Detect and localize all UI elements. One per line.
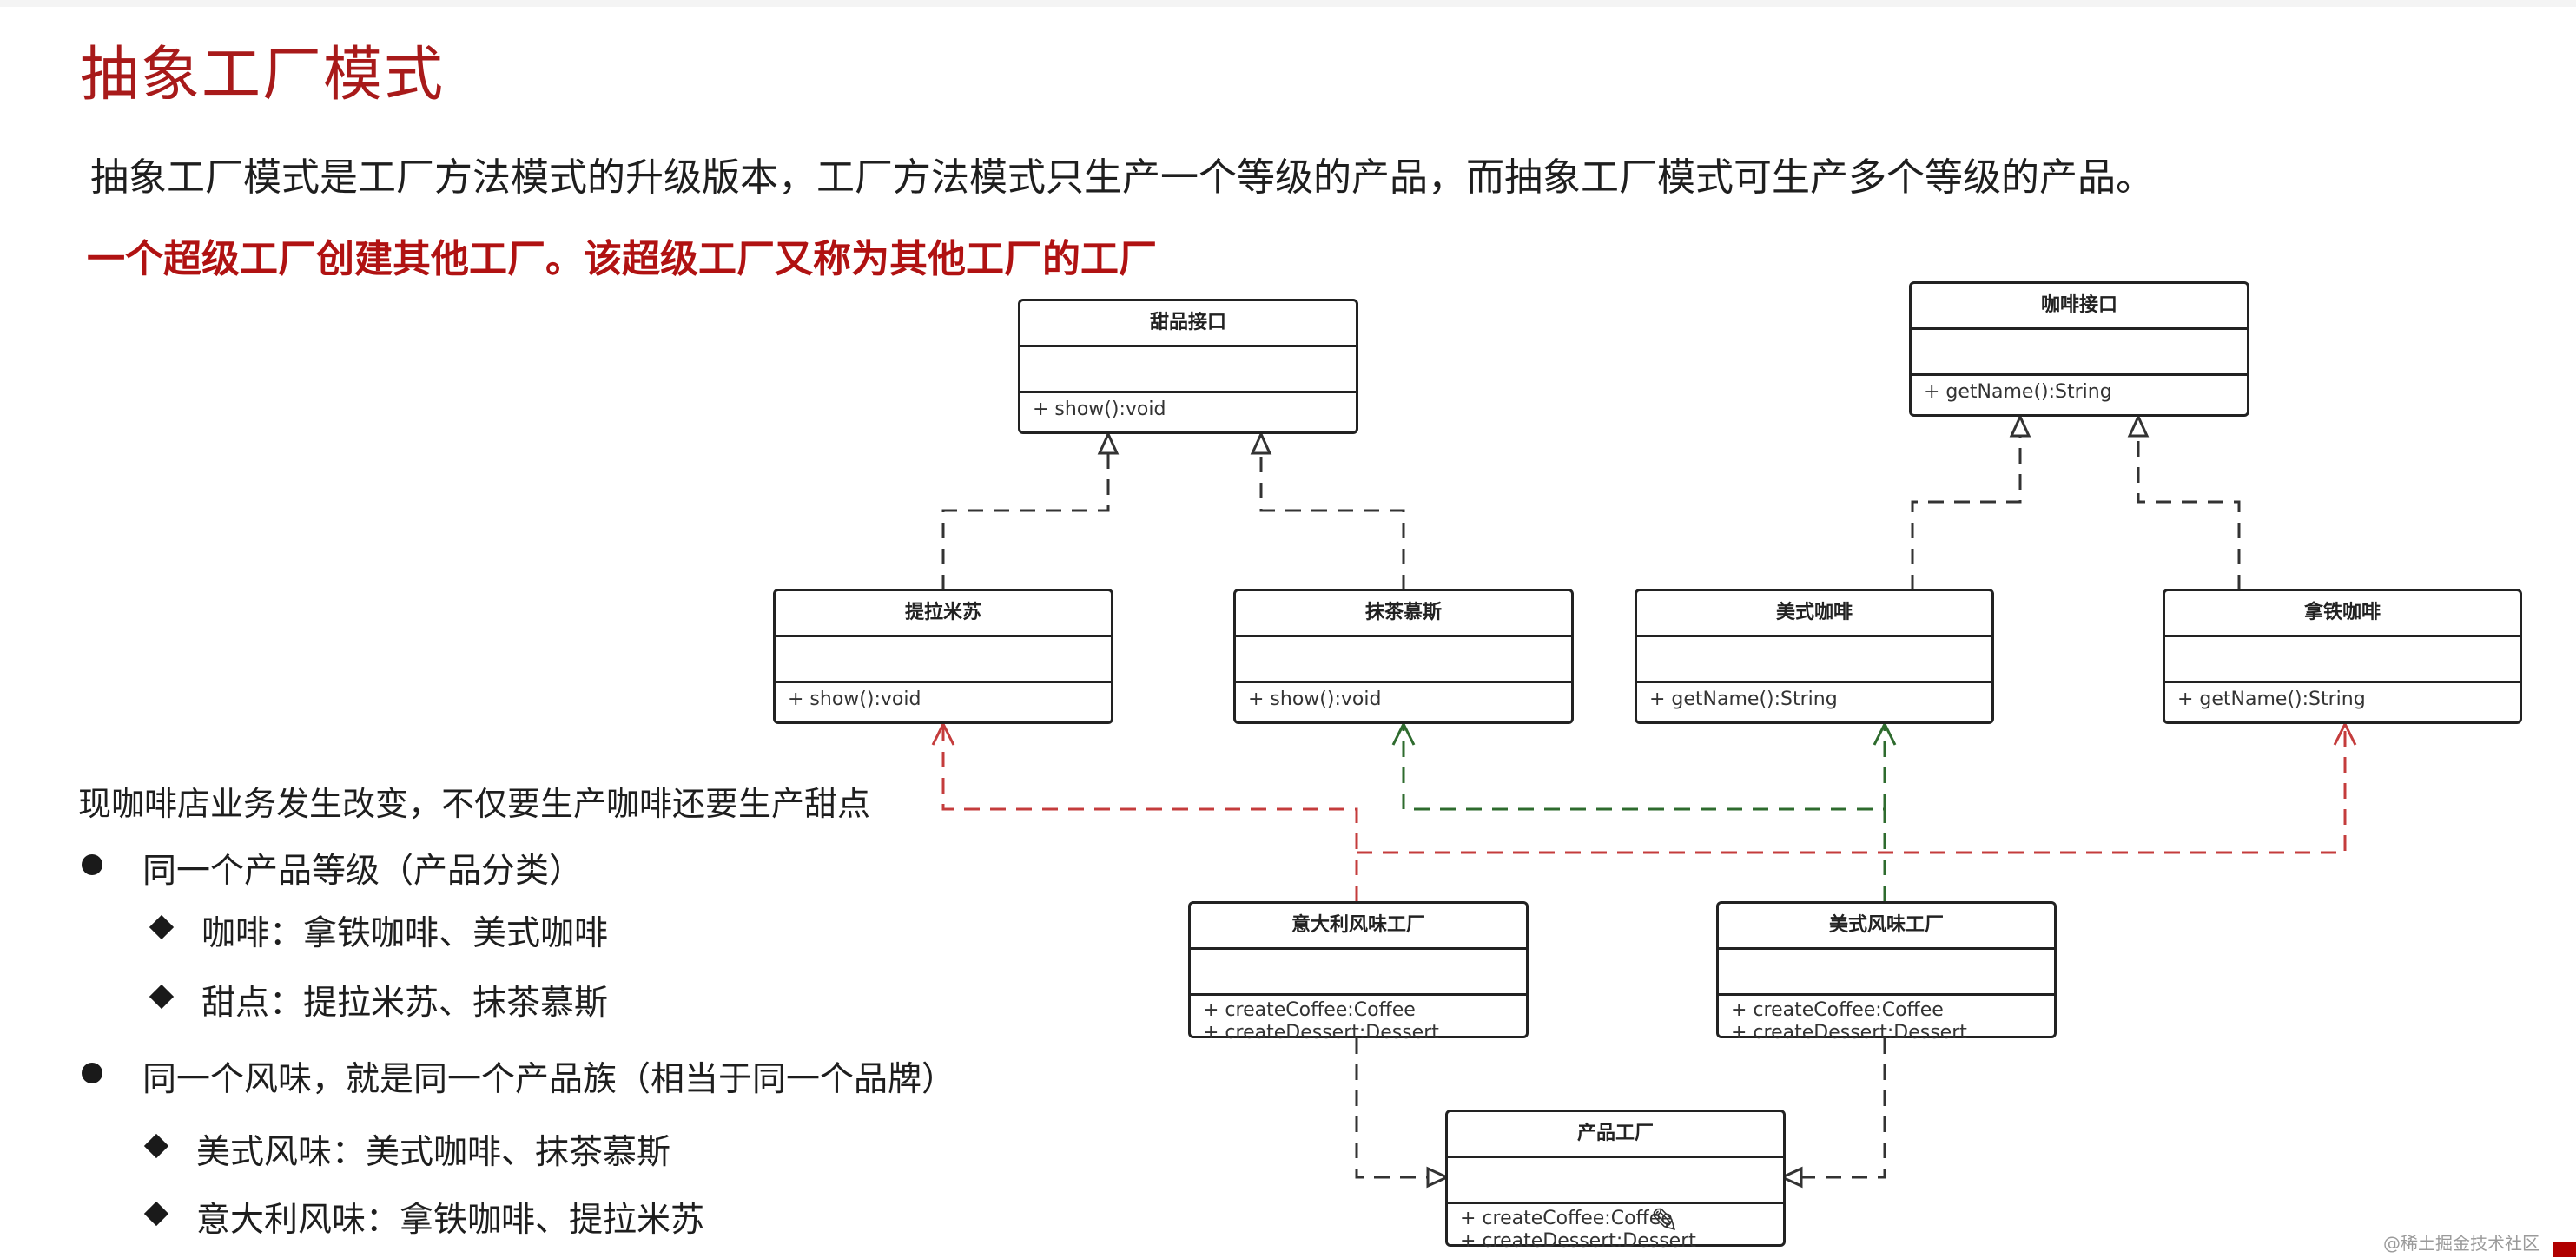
class-operation: + getName():String [1924, 381, 2112, 403]
class-name: 拿铁咖啡 [2165, 591, 2520, 637]
realization-arrowhead [1779, 1166, 1803, 1189]
class-operation: + show():void [788, 688, 921, 710]
sub-text: 咖啡：拿铁咖啡、美式咖啡 [201, 914, 609, 953]
bullet-dot-icon [82, 1063, 102, 1083]
dependency-arrowhead [1391, 721, 1416, 746]
class-name: 抹茶慕斯 [1236, 591, 1571, 637]
realization-arrowhead [1097, 431, 1120, 455]
class-operations: + createCoffee:Coffee + createDessert:De… [1191, 996, 1526, 1050]
sub-text: 意大利风味：拿铁咖啡、提拉米苏 [196, 1201, 705, 1240]
class-operation: + getName():String [2177, 688, 2366, 710]
class-operation: + createCoffee:Coffee [1203, 999, 1416, 1021]
class-operation: + createCoffee:Coffee [1731, 999, 1944, 1021]
class-operations: + createCoffee:Coffee + createDessert:De… [1719, 996, 2054, 1050]
bullet-dot-icon [82, 854, 102, 875]
pencil-icon: ✎ [1650, 1202, 1680, 1242]
class-name: 美式咖啡 [1637, 591, 1991, 637]
slide-title: 抽象工厂模式 [80, 41, 446, 109]
sub-point: 美式风味：美式咖啡、抹茶慕斯 [143, 1125, 671, 1174]
class-operation: + createDessert:Dessert [1731, 1022, 1967, 1044]
dependency-arrowhead [1873, 721, 1897, 746]
class-attributes [1912, 330, 2247, 376]
sub-point: 意大利风味：拿铁咖啡、提拉米苏 [143, 1193, 705, 1242]
dependency-line-green [1402, 726, 1886, 901]
watermark: @稀土掘金技术社区 [2383, 1233, 2540, 1254]
class-attributes [1236, 637, 1571, 683]
uml-class-product-factory[interactable]: 产品工厂 + createCoffee:Coffee + createDesse… [1445, 1110, 1786, 1252]
class-attributes [1637, 637, 1991, 683]
class-name: 提拉米苏 [776, 591, 1111, 637]
uml-class-american-coffee[interactable]: 美式咖啡 + getName():String [1635, 589, 1994, 724]
uml-class-american-factory[interactable]: 美式风味工厂 + createCoffee:Coffee + createDes… [1716, 901, 2057, 1044]
realization-line [941, 434, 1110, 590]
class-attributes [776, 637, 1111, 683]
realization-line [1784, 1038, 1886, 1179]
realization-arrowhead [2009, 413, 2031, 438]
bullet-text: 同一个产品等级（产品分类） [142, 852, 584, 891]
sub-text: 美式风味：美式咖啡、抹茶慕斯 [196, 1133, 671, 1172]
class-operations: + createCoffee:Coffee + createDessert:De… [1448, 1204, 1783, 1258]
notes-intro: 现咖啡店业务发生改变，不仅要生产咖啡还要生产甜点 [78, 785, 871, 823]
class-attributes [1020, 347, 1356, 393]
class-attributes [1448, 1158, 1783, 1204]
class-name: 美式风味工厂 [1719, 904, 2054, 950]
class-attributes [1719, 950, 2054, 996]
corner-mark [2553, 1242, 2576, 1257]
realization-arrowhead [1426, 1166, 1450, 1189]
class-operation: + createDessert:Dessert [1460, 1230, 1696, 1252]
class-operation: + show():void [1033, 398, 1166, 420]
sub-point: 咖啡：拿铁咖啡、美式咖啡 [149, 906, 609, 955]
sub-text: 甜点：提拉米苏、抹茶慕斯 [201, 984, 609, 1023]
dependency-line-red [941, 726, 1358, 901]
class-operation: + show():void [1248, 688, 1382, 710]
class-operation: + getName():String [1649, 688, 1838, 710]
uml-class-coffee-interface[interactable]: 咖啡接口 + getName():String [1909, 281, 2249, 417]
dependency-line-red [1357, 726, 2347, 854]
bullet-point: 同一个风味，就是同一个产品族（相当于同一个品牌） [82, 1052, 956, 1101]
class-name: 甜品接口 [1020, 301, 1356, 347]
realization-line [1259, 434, 1405, 590]
realization-arrowhead [2127, 413, 2150, 438]
uml-class-tiramisu[interactable]: 提拉米苏 + show():void [773, 589, 1113, 724]
uml-class-dessert-interface[interactable]: 甜品接口 + show():void [1018, 299, 1358, 434]
class-name: 意大利风味工厂 [1191, 904, 1526, 950]
top-strip [0, 0, 2576, 7]
class-name: 产品工厂 [1448, 1112, 1783, 1158]
bullet-point: 同一个产品等级（产品分类） [82, 844, 584, 892]
class-operation: + createDessert:Dessert [1203, 1022, 1439, 1044]
realization-line [1911, 417, 2022, 590]
sub-point: 甜点：提拉米苏、抹茶慕斯 [149, 976, 609, 1024]
realization-line [2137, 417, 2241, 590]
class-operation: + createCoffee:Coffee [1460, 1208, 1673, 1229]
dependency-arrowhead [2333, 721, 2357, 746]
class-attributes [2165, 637, 2520, 683]
uml-class-matcha-mousse[interactable]: 抹茶慕斯 + show():void [1233, 589, 1574, 724]
intro-text: 抽象工厂模式是工厂方法模式的升级版本，工厂方法模式只生产一个等级的产品，而抽象工… [90, 155, 2154, 200]
class-attributes [1191, 950, 1526, 996]
highlight-text: 一个超级工厂创建其他工厂。该超级工厂又称为其他工厂的工厂 [87, 237, 1157, 281]
uml-class-latte[interactable]: 拿铁咖啡 + getName():String [2163, 589, 2522, 724]
class-name: 咖啡接口 [1912, 284, 2247, 330]
bullet-text: 同一个风味，就是同一个产品族（相当于同一个品牌） [142, 1060, 956, 1099]
realization-arrowhead [1250, 431, 1272, 455]
dependency-arrowhead [931, 721, 955, 746]
uml-class-italy-factory[interactable]: 意大利风味工厂 + createCoffee:Coffee + createDe… [1188, 901, 1529, 1044]
realization-line [1355, 1038, 1445, 1179]
